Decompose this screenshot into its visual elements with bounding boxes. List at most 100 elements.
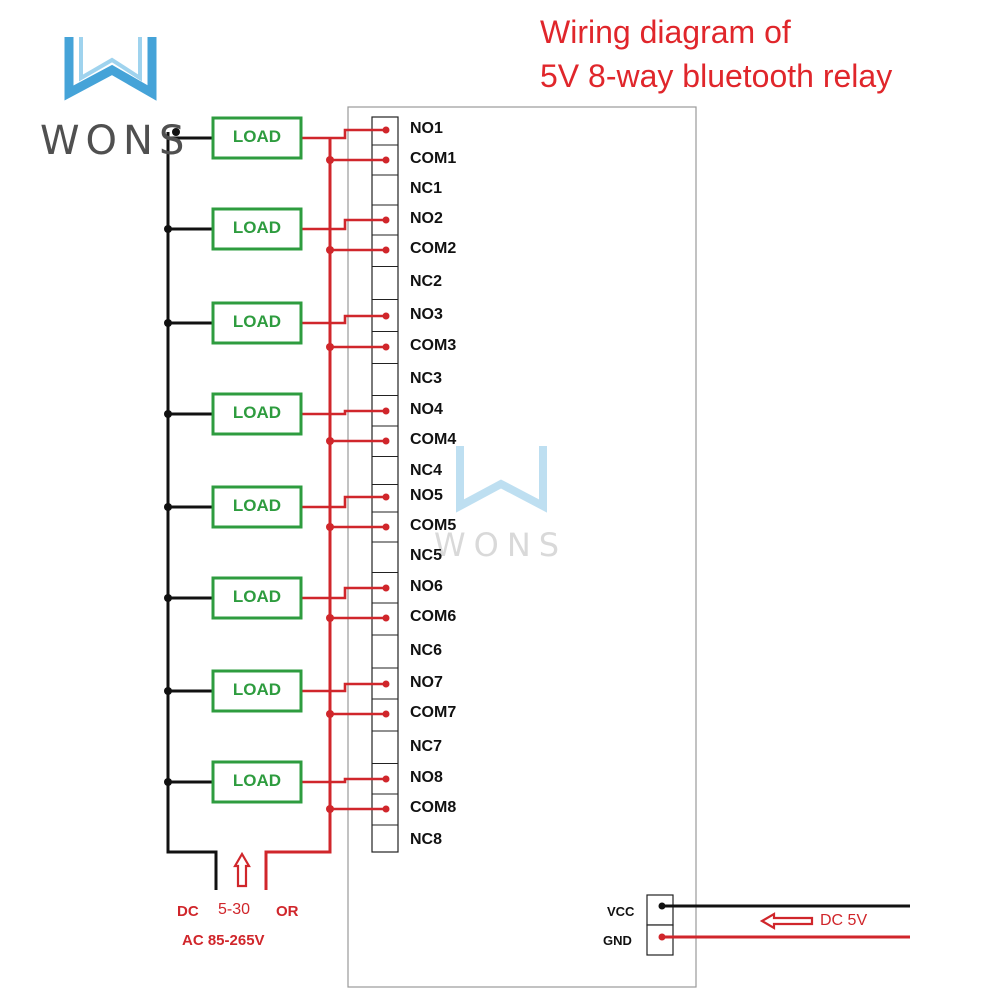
power-input-ac-label: AC 85-265V (182, 932, 265, 949)
terminal-label-no6: NO6 (410, 578, 443, 595)
load-label-1: LOAD (232, 127, 282, 146)
no-wire-1 (302, 128, 386, 140)
no-wire-8 (302, 777, 386, 784)
no-terminal-dot-6 (382, 584, 390, 592)
terminal-label-no1: NO1 (410, 120, 443, 137)
load-box-7 (211, 669, 303, 713)
no-wire-6 (302, 586, 386, 600)
com-junction-8 (326, 805, 334, 813)
com-terminal-dot-4 (382, 437, 390, 445)
load-label-2: LOAD (232, 218, 282, 237)
com-terminal-dot-5 (382, 523, 390, 531)
terminal-label-com5: COM5 (410, 517, 457, 534)
vcc-label: VCC (607, 904, 635, 919)
relay-module (347, 106, 697, 988)
terminal-label-nc2: NC2 (410, 273, 443, 290)
terminal-label-nc5: NC5 (410, 547, 443, 564)
terminal-label-com3: COM3 (410, 337, 457, 354)
logo-text: WONS (40, 118, 191, 164)
com-terminal-dot-6 (382, 614, 390, 622)
black-junction-3 (164, 319, 172, 327)
terminal-label-com2: COM2 (410, 240, 457, 257)
no-wire-2 (302, 218, 386, 231)
load-label-6: LOAD (232, 587, 282, 606)
terminal-label-no7: NO7 (410, 674, 443, 691)
black-junction-7 (164, 687, 172, 695)
terminal-label-nc4: NC4 (410, 462, 443, 479)
black-junction-6 (164, 594, 172, 602)
terminal-label-no4: NO4 (410, 401, 443, 418)
com-junction-7 (326, 710, 334, 718)
gnd-label: GND (603, 933, 632, 948)
load-boxes (211, 116, 303, 804)
watermark-logo-mark (456, 446, 547, 513)
terminal-label-nc7: NC7 (410, 738, 443, 755)
black-junction-4 (164, 410, 172, 418)
no-terminal-dot-1 (382, 126, 390, 134)
diagram-title-line-1: Wiring diagram of (540, 14, 791, 50)
no-terminal-dot-5 (382, 493, 390, 501)
black-junction-1 (172, 128, 180, 136)
no-terminal-dot-2 (382, 216, 390, 224)
terminal-label-nc6: NC6 (410, 642, 443, 659)
com-terminal-dot-1 (382, 156, 390, 164)
logo-mark (64, 37, 157, 101)
load-box-3 (211, 301, 303, 345)
black-trunk (166, 132, 218, 890)
power-input-dc-label: DC (177, 903, 199, 920)
com-junction-5 (326, 523, 334, 531)
terminal-label-com8: COM8 (410, 799, 457, 816)
load-box-8 (211, 760, 303, 804)
no-wire-3 (302, 314, 386, 325)
load-box-2 (211, 207, 303, 251)
relay-wires-red (264, 126, 390, 890)
terminal-block (371, 116, 399, 853)
no-wire-4 (302, 409, 386, 416)
com-junction-4 (326, 437, 334, 445)
black-junction-2 (164, 225, 172, 233)
load-label-4: LOAD (232, 403, 282, 422)
load-box-6 (211, 576, 303, 620)
no-terminal-dot-8 (382, 775, 390, 783)
terminal-label-com7: COM7 (410, 704, 457, 721)
com-junction-6 (326, 614, 334, 622)
com-junction-2 (326, 246, 334, 254)
terminal-label-no3: NO3 (410, 306, 443, 323)
black-junction-5 (164, 503, 172, 511)
com-junction-1 (326, 156, 334, 164)
no-terminal-dot-4 (382, 407, 390, 415)
load-label-3: LOAD (232, 312, 282, 331)
red-trunk (264, 138, 332, 890)
terminal-label-com1: COM1 (410, 150, 457, 167)
black-junction-8 (164, 778, 172, 786)
terminal-label-com4: COM4 (410, 431, 457, 448)
terminal-label-nc8: NC8 (410, 831, 443, 848)
terminal-label-com6: COM6 (410, 608, 457, 625)
up-arrow-icon (233, 851, 251, 888)
load-box-1 (211, 116, 303, 160)
com-terminal-dot-2 (382, 246, 390, 254)
load-label-5: LOAD (232, 496, 282, 515)
supply-voltage-label: DC 5V (820, 912, 868, 929)
no-wire-5 (302, 495, 386, 509)
power-input-range-label: 5-30 (218, 901, 251, 918)
terminal-label-no8: NO8 (410, 769, 443, 786)
power-input-or-label: OR (276, 903, 299, 920)
com-terminal-dot-3 (382, 343, 390, 351)
no-terminal-dot-7 (382, 680, 390, 688)
terminal-label-nc1: NC1 (410, 180, 443, 197)
no-terminal-dot-3 (382, 312, 390, 320)
terminal-label-no2: NO2 (410, 210, 443, 227)
no-wire-7 (302, 682, 386, 693)
load-label-7: LOAD (232, 680, 282, 699)
left-arrow-icon (759, 912, 814, 930)
power-connector (646, 894, 910, 956)
terminal-label-nc3: NC3 (410, 370, 443, 387)
common-wire-black (164, 128, 218, 890)
terminal-label-no5: NO5 (410, 487, 443, 504)
load-box-4 (211, 392, 303, 436)
com-terminal-dot-7 (382, 710, 390, 718)
load-box-5 (211, 485, 303, 529)
diagram-title-line-2: 5V 8-way bluetooth relay (540, 58, 893, 94)
